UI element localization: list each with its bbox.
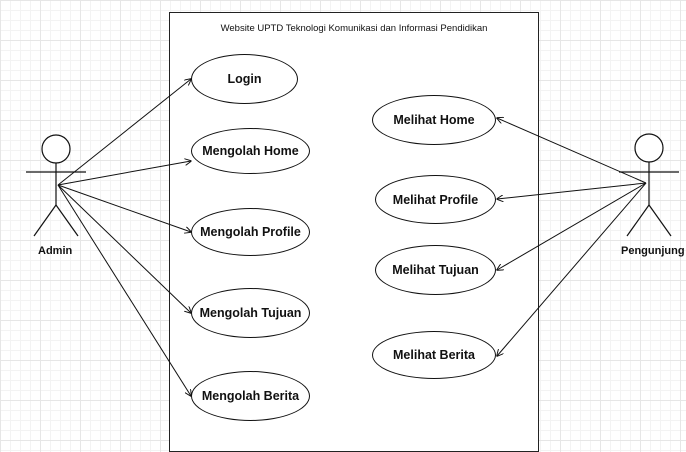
admin-actor-leg-right [55, 204, 79, 237]
assoc-admin-mengolah-tujuan [57, 184, 191, 313]
system-boundary-title: Website UPTD Teknologi Komunikasi dan In… [220, 23, 488, 34]
assoc-admin-login [57, 79, 191, 186]
usecase-melihat-home[interactable]: Melihat Home [372, 95, 496, 145]
usecase-mengolah-tujuan[interactable]: Mengolah Tujuan [191, 288, 310, 338]
usecase-melihat-tujuan[interactable]: Melihat Tujuan [375, 245, 496, 295]
usecase-mengolah-profile[interactable]: Mengolah Profile [191, 208, 310, 256]
visitor-actor-leg-left [626, 204, 650, 237]
admin-actor-label: Admin [38, 245, 73, 257]
visitor-actor-head [634, 133, 664, 163]
admin-actor-figure[interactable] [26, 134, 86, 237]
usecase-login[interactable]: Login [191, 54, 298, 104]
assoc-admin-mengolah-berita [57, 184, 191, 396]
visitor-actor-label: Pengunjung [621, 245, 685, 257]
assoc-visitor-melihat-home [497, 118, 647, 184]
visitor-actor-figure[interactable] [619, 133, 679, 237]
usecase-melihat-berita[interactable]: Melihat Berita [372, 331, 496, 379]
usecase-mengolah-berita[interactable]: Mengolah Berita [191, 371, 310, 421]
admin-actor-leg-left [33, 204, 57, 237]
assoc-visitor-melihat-berita [497, 182, 647, 356]
assoc-admin-mengolah-home [57, 161, 191, 186]
admin-actor-head [41, 134, 71, 164]
visitor-actor-leg-right [648, 204, 672, 237]
assoc-visitor-melihat-profile [497, 182, 647, 199]
usecase-melihat-profile[interactable]: Melihat Profile [375, 175, 496, 224]
usecase-mengolah-home[interactable]: Mengolah Home [191, 128, 310, 174]
assoc-visitor-melihat-tujuan [497, 182, 647, 270]
assoc-admin-mengolah-profile [57, 184, 191, 232]
